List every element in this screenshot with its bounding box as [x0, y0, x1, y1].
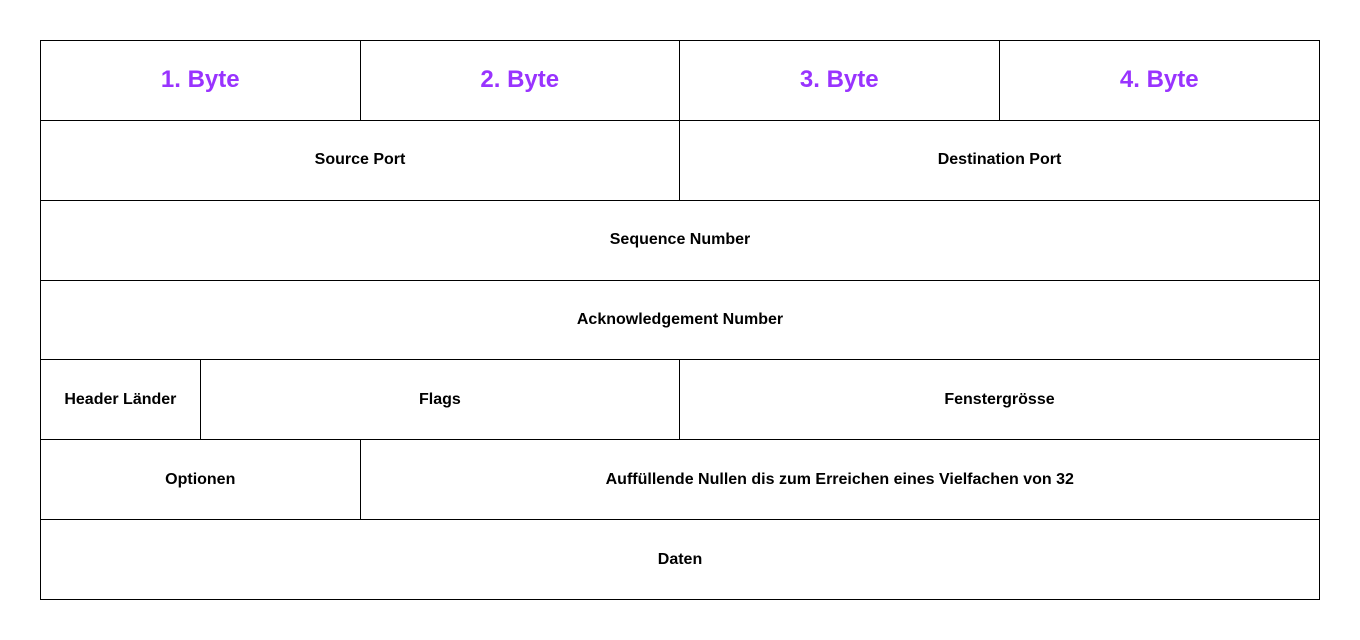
cell-padding: Auffüllende Nullen dis zum Erreichen ein…	[605, 470, 1074, 488]
byte-header-row: 1. Byte 2. Byte 3. Byte 4. Byte	[41, 41, 1319, 121]
byte-header-3: 3. Byte	[680, 41, 1000, 120]
cell-flags: Flags	[201, 360, 680, 440]
ports-row: Source Port Destination Port	[41, 120, 1319, 201]
options-padding-row: Optionen Auffüllende Nullen dis zum Erre…	[41, 440, 1319, 521]
cell-options: Optionen	[41, 440, 361, 520]
sequence-number-row: Sequence Number	[41, 201, 1319, 281]
byte-header-2: 2. Byte	[361, 41, 680, 120]
header-length-flags-window-row: Header Länder Flags Fenstergrösse	[41, 360, 1319, 441]
cell-header-length: Header Länder	[41, 360, 201, 440]
tcp-header-diagram: 1. Byte 2. Byte 3. Byte 4. Byte Source P…	[40, 40, 1320, 600]
cell-window-size: Fenstergrösse	[944, 390, 1055, 408]
cell-acknowledgement-number: Acknowledgement Number	[576, 311, 784, 328]
acknowledgement-number-row: Acknowledgement Number	[41, 281, 1319, 361]
data-row: Daten	[41, 520, 1319, 599]
cell-sequence-number: Sequence Number	[609, 231, 751, 249]
cell-data: Daten	[657, 550, 703, 568]
cell-destination-port: Destination Port	[937, 151, 1062, 169]
byte-header-4: 4. Byte	[1119, 66, 1199, 94]
cell-source-port: Source Port	[41, 120, 680, 200]
byte-header-1: 1. Byte	[41, 41, 361, 120]
